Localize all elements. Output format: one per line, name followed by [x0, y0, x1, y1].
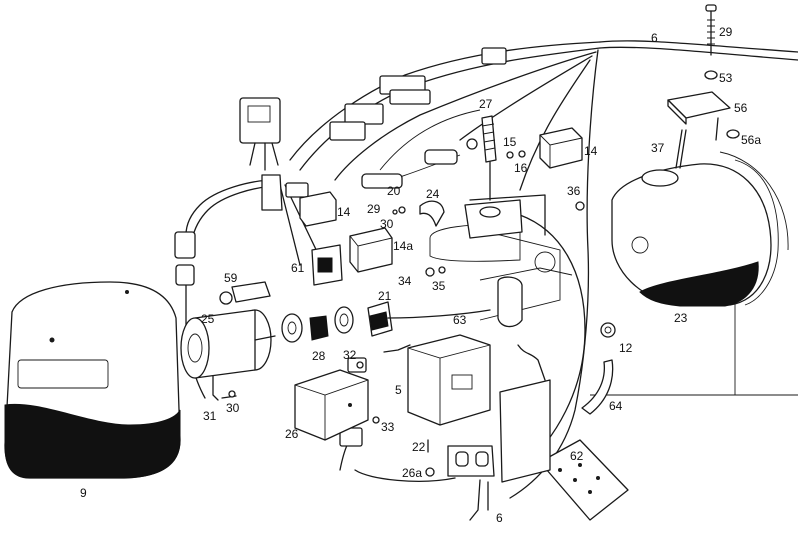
connector-ring — [329, 121, 366, 141]
connector-mid — [344, 103, 384, 125]
label-53: 53 — [719, 71, 733, 85]
plug-connector-b — [175, 264, 195, 286]
label-25: 25 — [201, 312, 215, 326]
relay-base-61 — [311, 244, 343, 286]
label-14-left: 14 — [337, 205, 351, 219]
screw-37 — [675, 129, 687, 169]
label-63: 63 — [453, 313, 467, 327]
connector-lower — [389, 89, 431, 105]
label-12: 12 — [619, 341, 633, 355]
label-20: 20 — [387, 184, 401, 198]
small-hardware — [221, 150, 616, 477]
label-6-top: 6 — [651, 31, 658, 45]
gasket-strip — [581, 359, 614, 415]
cover-clip — [667, 91, 740, 141]
connector-plug — [424, 149, 458, 165]
label-30-mid: 30 — [380, 217, 394, 231]
label-62: 62 — [570, 449, 584, 463]
label-61: 61 — [291, 261, 305, 275]
screw-32 — [356, 361, 364, 369]
relay-14a — [349, 227, 393, 273]
burner-housing — [429, 49, 798, 499]
washer-35 — [438, 266, 446, 274]
label-26a: 26a — [402, 466, 422, 480]
label-21: 21 — [378, 289, 392, 303]
label-36: 36 — [567, 184, 581, 198]
fan-cover — [4, 281, 181, 479]
label-27: 27 — [479, 97, 493, 111]
plug-connector-a — [174, 231, 196, 259]
relay-14-right — [539, 127, 583, 169]
grommet-12 — [600, 322, 616, 338]
electrode-27 — [481, 115, 497, 201]
label-56: 56 — [734, 101, 748, 115]
nut-26a — [425, 467, 435, 477]
label-64: 64 — [609, 399, 623, 413]
combustion-head — [611, 151, 789, 307]
label-14-right: 14 — [584, 144, 598, 158]
label-33: 33 — [381, 420, 395, 434]
ignition-transformer — [294, 357, 369, 441]
label-59: 59 — [224, 271, 238, 285]
side-plate — [499, 379, 551, 483]
label-30-bottom: 30 — [226, 401, 240, 415]
label-29-top: 29 — [719, 25, 733, 39]
label-26: 26 — [285, 427, 299, 441]
label-28: 28 — [312, 349, 326, 363]
label-31: 31 — [203, 409, 217, 423]
mounting-plate — [499, 344, 629, 521]
label-34: 34 — [398, 274, 412, 288]
part-labels: 6 6 5 9 12 14 14 14a 15 16 20 21 22 23 2… — [80, 25, 761, 525]
connector-plug-20 — [361, 173, 403, 189]
burner-motor — [180, 309, 276, 401]
label-14a: 14a — [393, 239, 413, 253]
label-24: 24 — [426, 187, 440, 201]
nut-36 — [575, 201, 585, 211]
label-5: 5 — [395, 383, 402, 397]
label-22: 22 — [412, 440, 426, 454]
label-37: 37 — [651, 141, 665, 155]
washer-30b — [228, 390, 236, 398]
label-6-bottom: 6 — [496, 511, 503, 525]
capacitor — [219, 281, 271, 305]
label-15: 15 — [503, 135, 517, 149]
multi-pin-plug — [239, 97, 281, 144]
bracket-24 — [419, 200, 445, 227]
screw-29b — [392, 209, 398, 215]
label-29-mid: 29 — [367, 202, 381, 216]
screw-15 — [506, 151, 514, 159]
washer-16 — [518, 150, 526, 158]
coupling-parts — [281, 306, 354, 343]
label-32: 32 — [343, 348, 357, 362]
screw-33 — [372, 416, 380, 424]
bolt-29 — [704, 4, 718, 80]
relay-14-left — [299, 191, 337, 227]
label-23: 23 — [674, 311, 688, 325]
label-56a: 56a — [741, 133, 761, 147]
washer-30a — [398, 206, 406, 214]
harness-connectors — [174, 47, 507, 477]
photocell-21 — [367, 301, 491, 337]
screw-34 — [425, 267, 435, 277]
label-35: 35 — [432, 279, 446, 293]
label-9: 9 — [80, 486, 87, 500]
control-box — [407, 334, 491, 426]
connector-top — [481, 47, 507, 65]
label-16: 16 — [514, 161, 528, 175]
